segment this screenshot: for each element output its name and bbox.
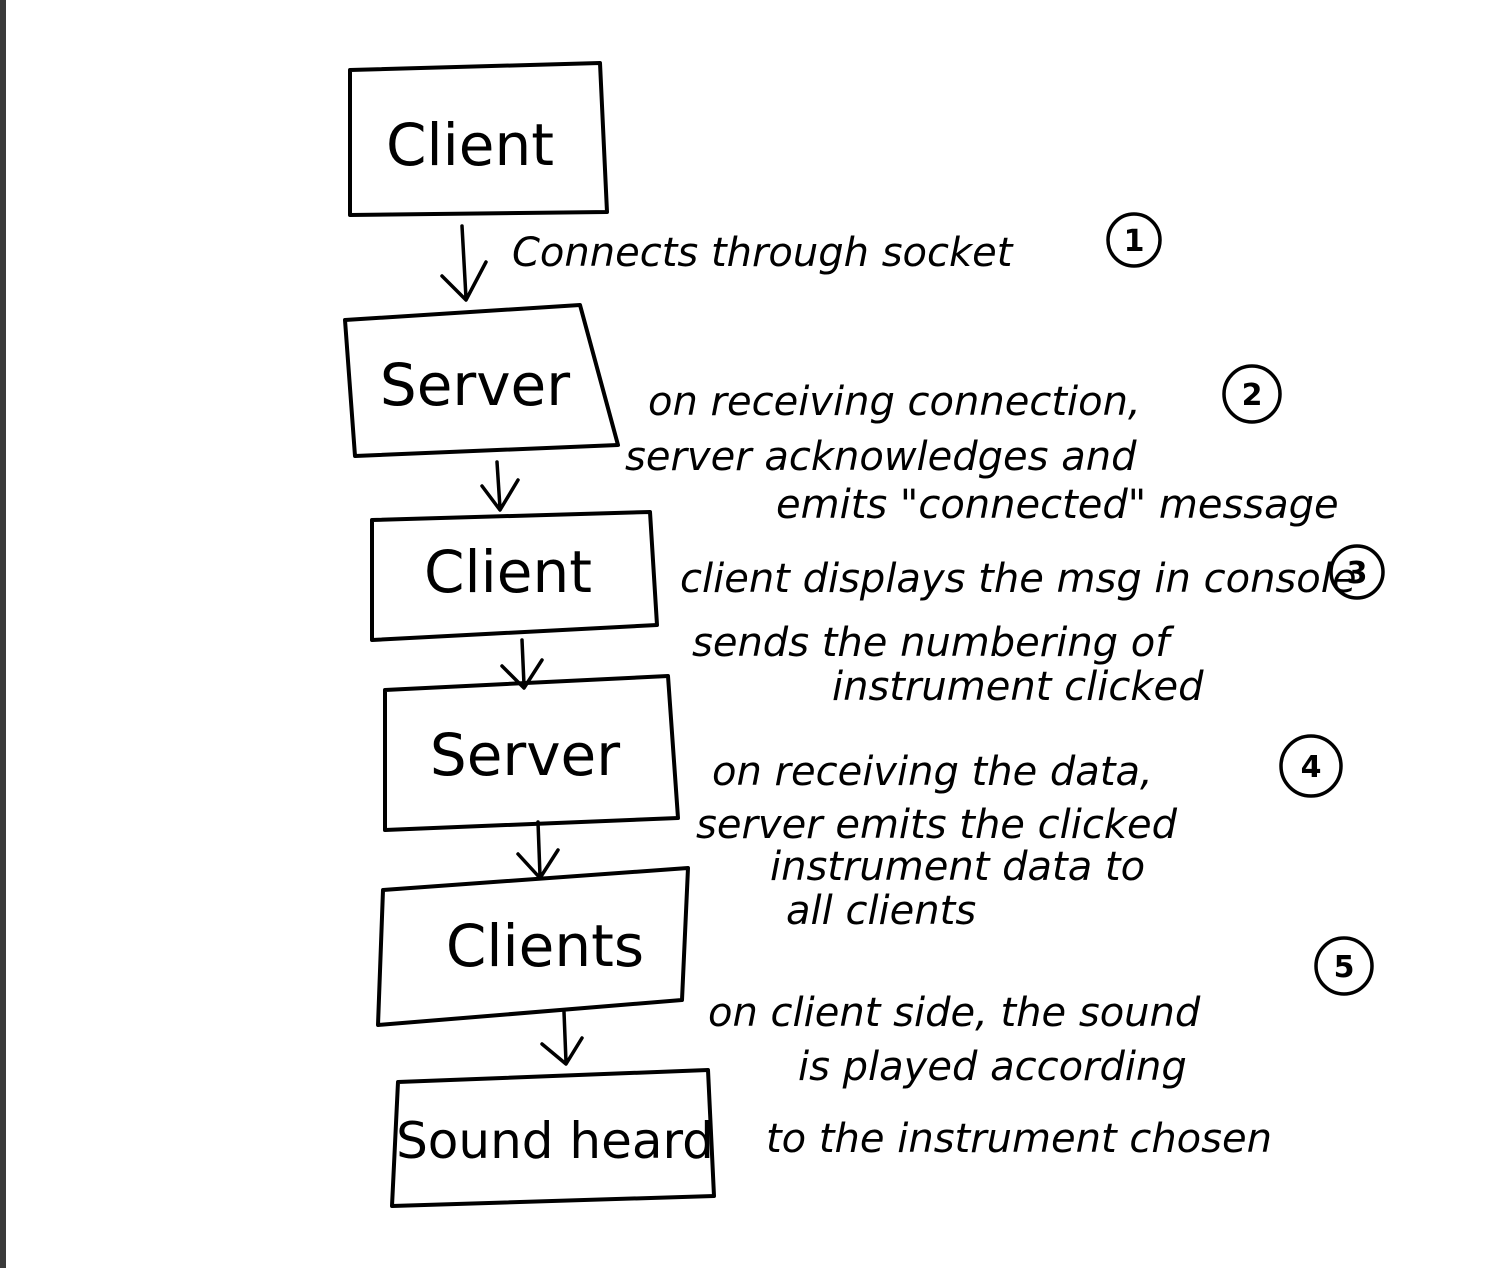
step-4-badge	[1279, 734, 1343, 798]
step-4-line-1: on receiving the data,	[712, 749, 1153, 795]
node-label: Clients	[446, 912, 644, 980]
step-5-number: 5	[1334, 950, 1355, 985]
step-1-line-1: Connects through socket	[512, 230, 1014, 276]
step-4-number: 4	[1301, 750, 1322, 785]
arrow-2	[480, 460, 520, 512]
node-sound-heard: Sound heard	[390, 1068, 716, 1208]
step-5-line-3: to the instrument chosen	[766, 1116, 1272, 1162]
step-3-number: 3	[1347, 556, 1368, 591]
node-client-1: Client	[348, 61, 609, 217]
step-2-line-3: emits "connected" message	[776, 482, 1339, 528]
window-left-edge	[0, 0, 6, 1268]
step-1-number: 1	[1124, 224, 1145, 259]
node-label: Client	[424, 538, 592, 606]
step-2-line-1: on receiving connection,	[648, 379, 1141, 425]
arrow-5	[540, 1010, 584, 1066]
node-label: Server	[430, 721, 620, 789]
node-label: Server	[380, 351, 570, 419]
step-2-number: 2	[1242, 378, 1263, 413]
step-4-annotation: on receiving the data, server emits the …	[696, 734, 1343, 934]
step-3-badge	[1329, 544, 1385, 600]
arrow-1	[440, 224, 488, 302]
step-5-badge	[1314, 936, 1374, 996]
step-2-annotation: on receiving connection, server acknowle…	[625, 364, 1339, 528]
step-3-annotation: client displays the msg in console sends…	[680, 544, 1385, 710]
node-server-2: Server	[383, 674, 680, 832]
step-2-line-2: server acknowledges and	[625, 434, 1137, 480]
step-5-annotation: on client side, the sound is played acco…	[708, 936, 1374, 1162]
step-5-line-2: is played according	[798, 1044, 1187, 1090]
step-2-badge	[1222, 364, 1282, 424]
node-server-1: Server	[343, 303, 620, 458]
node-client-2: Client	[370, 510, 659, 642]
arrow-4	[516, 820, 560, 880]
step-1-badge	[1106, 212, 1162, 268]
step-1-annotation: Connects through socket 1	[512, 212, 1162, 276]
step-4-line-2: server emits the clicked	[696, 802, 1178, 848]
node-label: Sound heard	[396, 1112, 714, 1170]
node-clients: Clients	[376, 866, 690, 1027]
step-4-line-4: all clients	[786, 888, 976, 934]
step-4-line-3: instrument data to	[770, 844, 1145, 890]
step-3-line-1: client displays the msg in console	[680, 556, 1356, 602]
step-5-line-1: on client side, the sound	[708, 990, 1201, 1036]
node-label: Client	[386, 111, 554, 179]
step-3-line-2: sends the numbering of	[692, 620, 1175, 666]
step-3-line-3: instrument clicked	[832, 664, 1204, 710]
arrow-3	[500, 638, 544, 690]
